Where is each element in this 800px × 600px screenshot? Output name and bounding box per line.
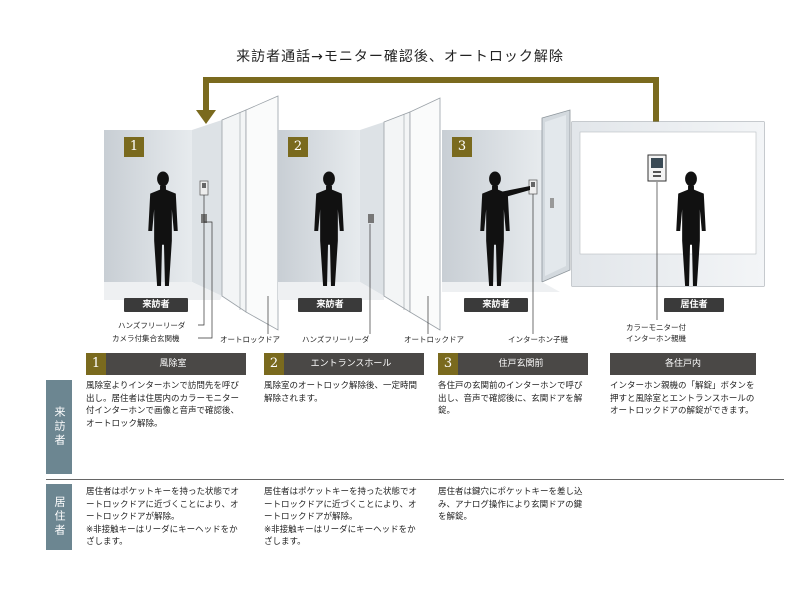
- flow-arrow: [196, 77, 659, 124]
- column-3-visitor-text: 各住戸の玄関前のインターホンで呼び出し、音声で確認後に、玄関ドアを解錠。: [438, 381, 583, 416]
- column-1-number: 1: [86, 353, 106, 375]
- row-label-resident: 居住者: [46, 484, 72, 550]
- scene-1-number: 1: [124, 137, 144, 157]
- column-3-heading: 住戸玄関前: [498, 359, 544, 369]
- scene-2: [278, 97, 441, 331]
- scene-2-number: 2: [288, 137, 308, 157]
- row-label-visitor: 来訪者: [46, 380, 72, 474]
- scene-2-person-label: 来訪者: [298, 298, 362, 312]
- scene-3-person-label: 来訪者: [464, 298, 528, 312]
- scene-4-person-label: 居住者: [664, 298, 724, 312]
- callout-handsfree-reader-2: ハンズフリーリーダ: [302, 335, 370, 344]
- callout-intercom-sub-unit: インターホン子機: [508, 335, 568, 344]
- scene-1-person-label: 来訪者: [124, 298, 188, 312]
- diagram-title: 来訪者通話→モニター確認後、オートロック解除: [236, 49, 564, 65]
- column-2-visitor-text: 風除室のオートロック解除後、一定時間解除されます。: [264, 381, 418, 404]
- callout-autolock-door-1: オートロックドア: [220, 335, 280, 344]
- column-3-header: 3 住戸玄関前: [438, 353, 588, 375]
- row-divider: [46, 479, 784, 480]
- column-1-visitor-text: 風除室よりインターホンで訪問先を呼び出し。居住者は住居内のカラーモニター付インタ…: [86, 381, 240, 429]
- column-3-resident-text: 居住者は鍵穴にポケットキーを差し込み、アナログ操作により玄関ドアの鍵を解錠。: [438, 487, 583, 522]
- column-1-resident-text: 居住者はポケットキーを持った状態でオートロックドアに近づくことにより、オートロッ…: [86, 487, 240, 547]
- column-2-number: 2: [264, 353, 284, 375]
- scene-3-number: 3: [452, 137, 472, 157]
- scene-illustration: [104, 95, 765, 339]
- callout-handsfree-reader-1: ハンズフリーリーダ: [118, 321, 186, 330]
- scene-3: [442, 109, 571, 292]
- column-1-header: 1 風除室: [86, 353, 246, 375]
- column-2-header: 2 エントランスホール: [264, 353, 424, 375]
- column-3-number: 3: [438, 353, 458, 375]
- callout-camera-entrance-unit: カメラ付集合玄関機: [112, 334, 180, 343]
- column-4-heading: 各住戸内: [664, 359, 701, 369]
- callout-color-monitor: カラーモニター付: [626, 323, 686, 332]
- column-2-resident-text: 居住者はポケットキーを持った状態でオートロックドアに近づくことにより、オートロッ…: [264, 487, 418, 547]
- column-2-heading: エントランスホール: [310, 359, 392, 369]
- column-4-header: 各住戸内: [610, 353, 756, 375]
- scene-1: [104, 95, 279, 331]
- callout-autolock-door-2: オートロックドア: [404, 335, 464, 344]
- scene-4: [571, 121, 765, 287]
- column-4-visitor-text: インターホン親機の「解錠」ボタンを押すと風除室とエントランスホールのオートロック…: [610, 381, 755, 416]
- callout-intercom-master-unit: インターホン親機: [626, 334, 686, 343]
- column-1-heading: 風除室: [159, 359, 187, 369]
